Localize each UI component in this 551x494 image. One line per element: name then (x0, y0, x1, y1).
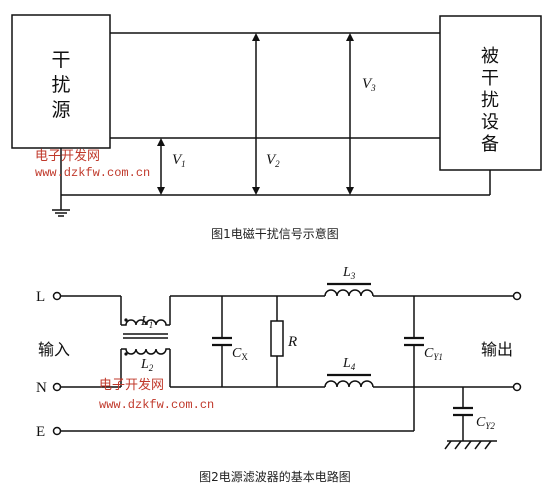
victim-char-3: 扰 (481, 90, 499, 111)
l3-label: L3 (342, 265, 356, 281)
terminal-L-label: L (36, 289, 45, 305)
chassis-ground-icon (444, 440, 497, 450)
capacitor-cy1 (404, 296, 424, 431)
terminal-N-in (52, 382, 62, 392)
figure-2-caption: 图2电源滤波器的基本电路图 (199, 469, 351, 484)
watermark-1: 电子开发网 www.dzkfw.com.cn (35, 148, 150, 180)
v1-arrow (157, 138, 165, 195)
input-label: 输入 (38, 340, 70, 359)
figure-2: L N E 输入 输出 L1 L2 (36, 265, 522, 484)
terminal-E-in (52, 426, 62, 436)
cy1-label: CY1 (424, 346, 443, 362)
v2-arrow (252, 33, 260, 195)
cy2-label: CY2 (476, 415, 495, 431)
v1-label: V1 (172, 152, 186, 169)
l2-dot (124, 352, 128, 356)
victim-char-5: 备 (481, 134, 499, 155)
terminal-L-out (512, 291, 522, 301)
v2-label: V2 (266, 152, 280, 169)
capacitor-cx (212, 296, 232, 387)
watermark-1-cn: 电子开发网 (35, 148, 100, 164)
source-char-3: 源 (51, 99, 70, 121)
r-label: R (287, 334, 297, 350)
inductor-l3-coil (324, 289, 374, 297)
terminal-L-in (52, 291, 62, 301)
figure-1-caption: 图1电磁干扰信号示意图 (211, 226, 339, 241)
l1-dot (124, 318, 128, 322)
figure-1: 干 扰 源 被 干 扰 设 备 (11, 14, 542, 241)
victim-char-1: 被 (481, 46, 499, 67)
output-label: 输出 (481, 340, 513, 359)
resistor-r (270, 296, 284, 387)
victim-char-2: 干 (481, 68, 499, 89)
terminal-N-out (512, 382, 522, 392)
v3-label: V3 (362, 76, 376, 93)
ground-symbol-icon (52, 209, 70, 217)
inductor-l4-coil (324, 380, 374, 388)
watermark-2: 电子开发网 www.dzkfw.com.cn (99, 377, 214, 412)
watermark-2-url: www.dzkfw.com.cn (99, 398, 214, 412)
victim-char-4: 设 (481, 112, 499, 133)
terminal-N-label: N (36, 380, 47, 396)
inductor-l1-coil (121, 319, 170, 326)
watermark-1-url: www.dzkfw.com.cn (35, 166, 150, 180)
watermark-2-cn: 电子开发网 (99, 377, 164, 393)
capacitor-cy2 (453, 387, 473, 441)
cx-label: CX (232, 346, 248, 362)
terminal-E-label: E (36, 424, 45, 440)
source-char-2: 扰 (51, 74, 70, 96)
l4-label: L4 (342, 356, 356, 372)
v3-arrow (346, 33, 354, 195)
common-mode-choke (121, 318, 170, 356)
source-char-1: 干 (51, 49, 70, 71)
l1-label: L1 (140, 314, 153, 330)
l2-label: L2 (140, 357, 154, 373)
inductor-l2-coil (121, 348, 170, 355)
